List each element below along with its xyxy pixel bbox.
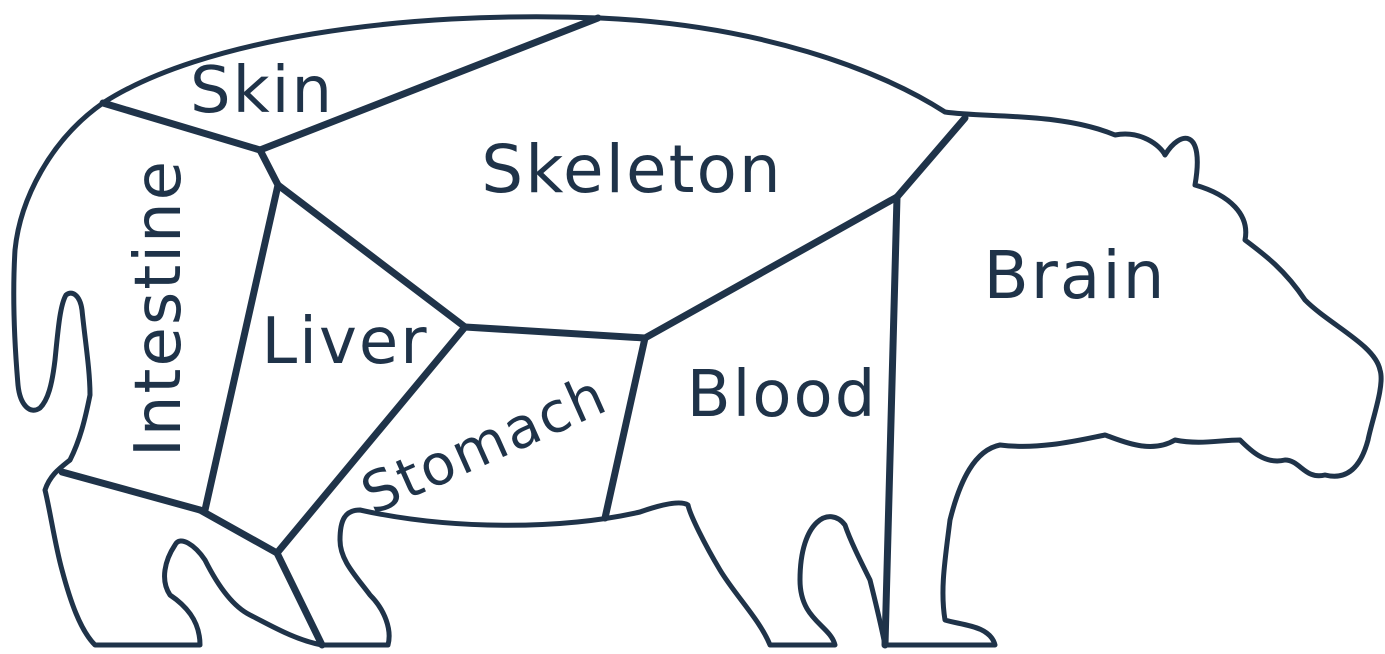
divider-stomach-blood [605,338,645,518]
label-liver: Liver [262,305,429,379]
label-skin: Skin [190,54,334,128]
divider-hind-leg-1 [200,510,322,645]
label-brain: Brain [983,237,1166,314]
divider-skeleton-head [897,118,965,197]
divider-skeleton-right [645,197,897,338]
label-skeleton: Skeleton [481,131,782,208]
label-blood: Blood [687,358,878,432]
divider-blood-brain [885,197,897,645]
label-stomach: Stomach [352,362,617,528]
divider-stomach-top [465,327,645,338]
label-intestine: Intestine [122,159,196,457]
divider-intestine-bottom [62,472,200,510]
